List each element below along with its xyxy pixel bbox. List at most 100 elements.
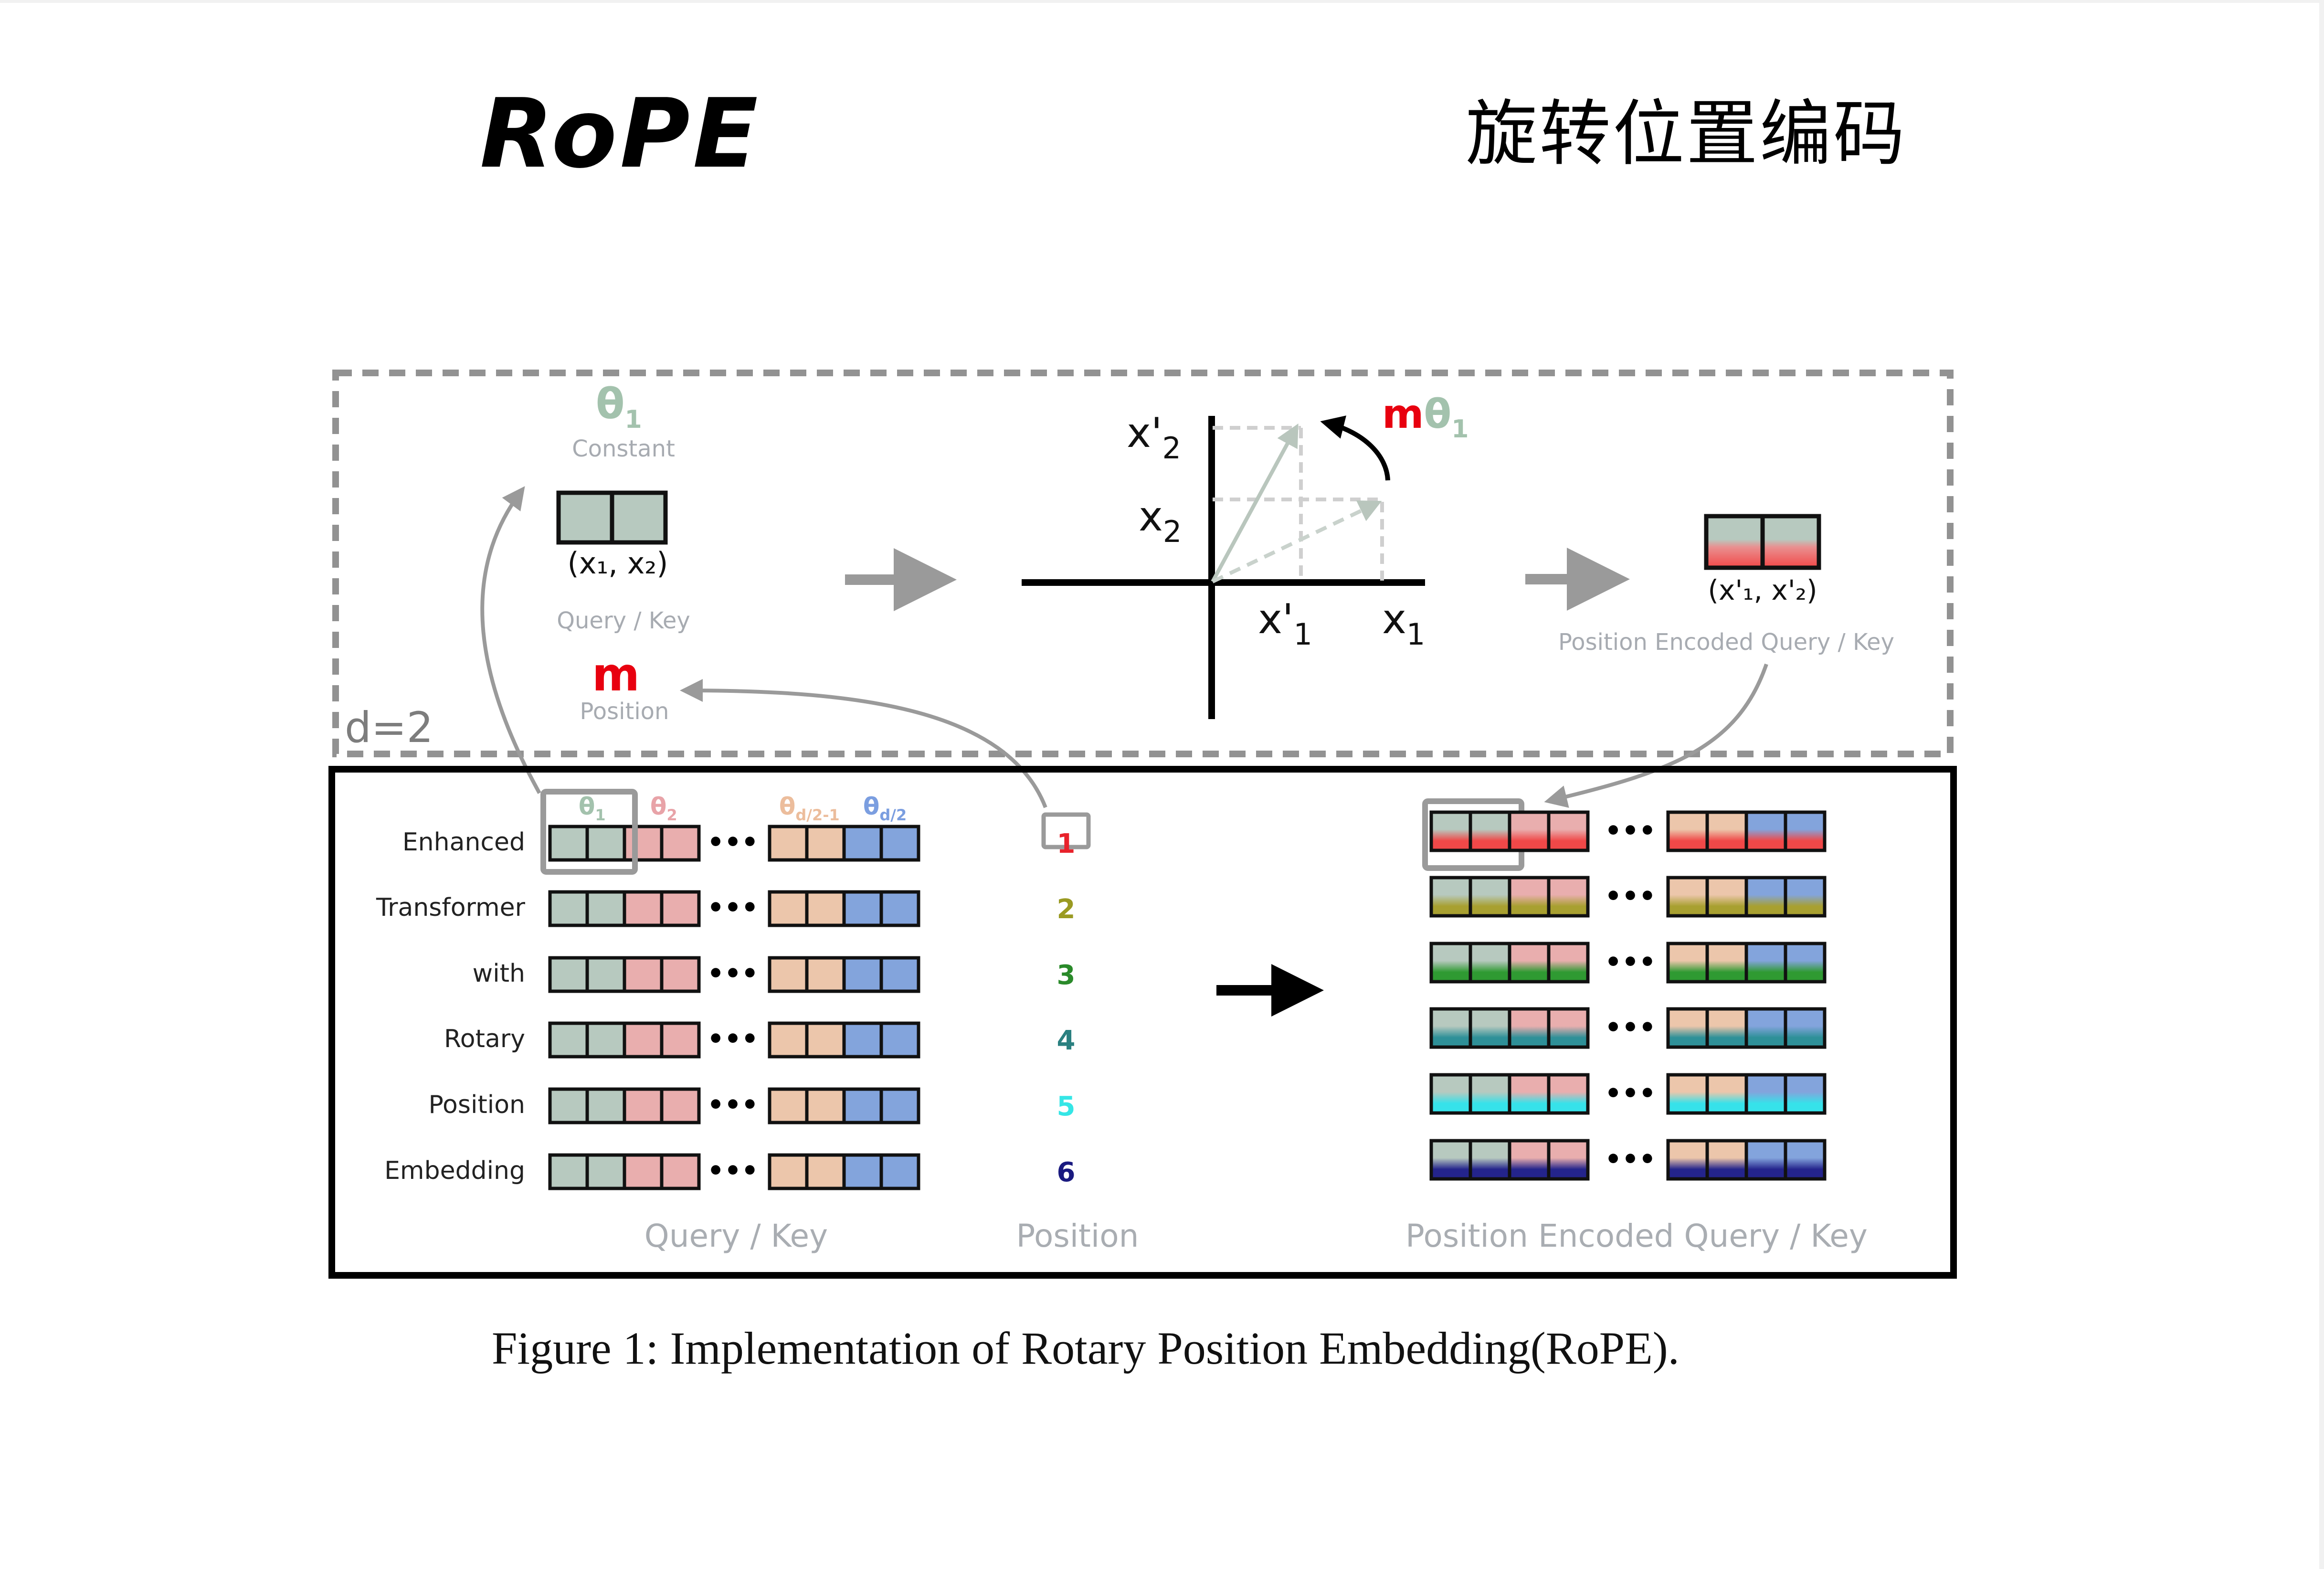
embedding-cell	[842, 890, 883, 927]
encoded-cell	[1508, 876, 1551, 918]
encoded-cell	[1705, 810, 1748, 852]
encoded-row: •••	[1429, 1007, 1827, 1049]
encoded-cell	[1547, 942, 1590, 984]
embedding-cell	[842, 1021, 883, 1059]
figure-caption: Figure 1: Implementation of Rotary Posit…	[492, 1323, 1680, 1374]
embedding-cell	[623, 1153, 664, 1190]
original-vector	[1212, 500, 1382, 583]
input-vector-pair	[556, 490, 668, 545]
row-label: with	[473, 959, 525, 988]
encoded-cell	[1784, 876, 1827, 918]
encoded-cell	[1744, 810, 1787, 852]
embedding-cell	[585, 956, 626, 993]
embedding-cell	[805, 890, 846, 927]
embedding-cell	[842, 825, 883, 862]
encoded-cell	[1508, 1073, 1551, 1115]
caption-query-key: Query / Key	[644, 1218, 828, 1254]
encoded-cell	[1468, 1073, 1511, 1115]
embedding-cell	[623, 890, 664, 927]
encoded-cell	[1666, 1073, 1709, 1115]
rope-diagram: d=2 θ1 Constant (x₁, x₂) Query / Key m P…	[328, 370, 1957, 1279]
encoded-rows: ••••••••••••••••••	[1429, 810, 1827, 1181]
encoded-cell	[1744, 1007, 1787, 1049]
encoded-cell	[1744, 942, 1787, 984]
query-key-row: •••	[548, 890, 920, 927]
encoded-cell	[1508, 1139, 1551, 1181]
ellipsis-icon: •••	[1605, 1012, 1656, 1043]
encoded-cell	[1429, 1139, 1472, 1181]
encoded-cell	[1547, 810, 1590, 852]
encoded-cell	[1547, 1007, 1590, 1049]
ellipsis-icon: •••	[707, 1090, 758, 1121]
query-key-row: •••	[548, 825, 920, 862]
position-number: 6	[1057, 1157, 1076, 1188]
highlight-box-input	[540, 789, 638, 875]
encoded-cell	[1468, 1139, 1511, 1181]
position-number: 3	[1057, 960, 1076, 991]
title-chinese: 旋转位置编码	[1466, 93, 1907, 176]
embedding-cell	[585, 1021, 626, 1059]
query-key-label: Query / Key	[557, 607, 690, 634]
row-label: Embedding	[384, 1156, 525, 1185]
position-number: 1	[1057, 828, 1076, 859]
embedding-cell	[879, 1087, 920, 1124]
embedding-cell	[548, 1153, 589, 1190]
embedding-cell	[768, 890, 809, 927]
query-key-row: •••	[548, 1087, 920, 1124]
ellipsis-icon: •••	[1605, 881, 1656, 912]
axis-label-x2-prime: x'2	[1127, 409, 1181, 466]
page: RoPE 旋转位置编码 d=2 θ1 Constant (x₁, x₂) Que…	[0, 3, 2319, 1569]
encoded-cell	[1666, 942, 1709, 984]
rotation-angle-label: mθ1	[1382, 391, 1468, 444]
embedding-cell	[623, 825, 664, 862]
encoded-cell	[1468, 810, 1511, 852]
query-key-rows: Enhanced•••Transformer•••with•••Rotary••…	[376, 825, 920, 1190]
embedding-cell	[879, 1153, 920, 1190]
embedding-cell	[623, 956, 664, 993]
ellipsis-icon: •••	[707, 827, 758, 858]
encoded-cell	[1508, 942, 1551, 984]
constant-label: Constant	[572, 435, 675, 462]
curved-arrow-to-encoded	[1544, 663, 1768, 808]
encoded-cell	[1784, 942, 1827, 984]
output-label: Position Encoded Query / Key	[1558, 629, 1894, 656]
embedding-cell	[548, 825, 589, 862]
ellipsis-icon: •••	[1605, 1078, 1656, 1109]
top-panel-frame	[332, 370, 1954, 757]
embedding-cell	[768, 1153, 809, 1190]
position-label: Position	[580, 698, 669, 725]
encoded-cell	[1705, 876, 1748, 918]
embedding-cell	[879, 1021, 920, 1059]
ellipsis-icon: •••	[1605, 947, 1656, 978]
axis-label-x2: x2	[1139, 493, 1182, 549]
highlight-box-position	[1041, 812, 1091, 849]
encoded-cell	[1547, 876, 1590, 918]
theta-constant-symbol: θ1	[596, 379, 642, 434]
curved-arrow-to-position	[680, 679, 1047, 808]
encoded-cell	[1547, 1073, 1590, 1115]
embedding-cell	[805, 1021, 846, 1059]
embedding-cell	[805, 825, 846, 862]
encoded-cell	[1666, 1007, 1709, 1049]
encoded-row: •••	[1429, 1073, 1827, 1115]
query-key-row: •••	[548, 1021, 920, 1059]
embedding-cell	[842, 956, 883, 993]
embedding-cell	[660, 825, 701, 862]
embedding-cell	[660, 1087, 701, 1124]
embedding-cell	[768, 825, 809, 862]
ellipsis-icon: •••	[707, 958, 758, 989]
embedding-cell	[879, 825, 920, 862]
position-number: 4	[1057, 1025, 1076, 1056]
embedding-cell	[548, 956, 589, 993]
encoded-cell	[1744, 876, 1787, 918]
input-vector-label: (x₁, x₂)	[568, 546, 668, 581]
embedding-cell	[842, 1087, 883, 1124]
embedding-cell	[548, 1087, 589, 1124]
rotated-vector	[1211, 423, 1299, 583]
encoded-cell	[1744, 1139, 1787, 1181]
encoded-cell	[1744, 1073, 1787, 1115]
encoded-cell	[1705, 1139, 1748, 1181]
query-key-row: •••	[548, 956, 920, 993]
encoded-row: •••	[1429, 942, 1827, 984]
